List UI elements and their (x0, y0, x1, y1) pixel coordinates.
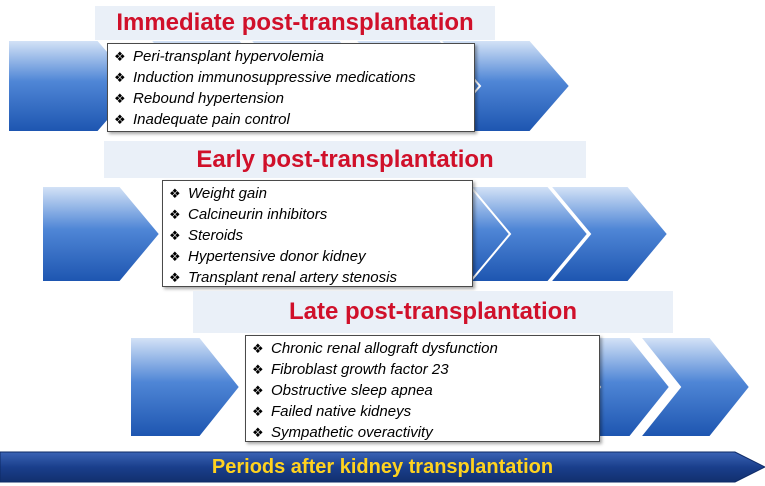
factor-item: ❖ Peri-transplant hypervolemia (114, 46, 466, 67)
factor-box-early: ❖ Weight gain ❖ Calcineurin inhibitors ❖ St… (162, 180, 473, 287)
factor-list-late: ❖ Chronic renal allograft dysfunction ❖ Fi… (252, 338, 591, 443)
period-title-immediate: Immediate post-transplantation (116, 9, 474, 36)
factor-item: ❖ Inadequate pain control (114, 109, 466, 130)
factor-item: ❖ Fibroblast growth factor 23 (252, 359, 591, 380)
factor-box-immediate: ❖ Peri-transplant hypervolemia ❖ Induction… (107, 43, 475, 132)
diamond-bullet-icon: ❖ (114, 49, 126, 64)
factor-text: Failed native kidneys (271, 403, 412, 420)
factor-text: Transplant renal artery stenosis (188, 269, 397, 286)
factor-text: Peri-transplant hypervolemia (133, 48, 324, 65)
factor-item: ❖ Rebound hypertension (114, 88, 466, 109)
factor-item: ❖ Failed native kidneys (252, 401, 591, 422)
diamond-bullet-icon: ❖ (252, 383, 264, 398)
diamond-bullet-icon: ❖ (169, 270, 181, 285)
factor-text: Rebound hypertension (133, 90, 284, 107)
factor-text: Fibroblast growth factor 23 (271, 361, 449, 378)
timeline-arrow (0, 451, 765, 483)
factor-item: ❖ Steroids (169, 225, 464, 246)
factor-item: ❖ Obstructive sleep apnea (252, 380, 591, 401)
diamond-bullet-icon: ❖ (252, 341, 264, 356)
factor-text: Hypertensive donor kidney (188, 248, 366, 265)
chevron-shape (547, 185, 670, 283)
factor-item: ❖ Calcineurin inhibitors (169, 204, 464, 225)
diamond-bullet-icon: ❖ (169, 186, 181, 201)
period-title-late: Late post-transplantation (288, 298, 577, 325)
factor-list-immediate: ❖ Peri-transplant hypervolemia ❖ Induction… (114, 46, 466, 130)
diamond-bullet-icon: ❖ (169, 207, 181, 222)
factor-list-early: ❖ Weight gain ❖ Calcineurin inhibitors ❖ St… (169, 183, 464, 288)
factor-item: ❖ Hypertensive donor kidney (169, 246, 464, 267)
factor-item: ❖ Weight gain (169, 183, 464, 204)
chevron-shape (129, 336, 242, 438)
diamond-bullet-icon: ❖ (252, 404, 264, 419)
chevron-shape (637, 336, 752, 438)
factor-text: Inadequate pain control (133, 111, 290, 128)
factor-text: Calcineurin inhibitors (188, 206, 328, 223)
diamond-bullet-icon: ❖ (114, 91, 126, 106)
diamond-bullet-icon: ❖ (252, 362, 264, 377)
chevron-shape (41, 185, 162, 283)
diamond-bullet-icon: ❖ (252, 425, 264, 440)
heading-band-immediate: Immediate post-transplantation (95, 6, 495, 40)
diamond-bullet-icon: ❖ (114, 70, 126, 85)
factor-item: ❖ Induction immunosuppressive medications (114, 67, 466, 88)
diamond-bullet-icon: ❖ (169, 249, 181, 264)
heading-band-late: Late post-transplantation (193, 291, 673, 333)
factor-text: Obstructive sleep apnea (271, 382, 433, 399)
heading-band-early: Early post-transplantation (104, 141, 586, 178)
diamond-bullet-icon: ❖ (169, 228, 181, 243)
timeline-label: Periods after kidney transplantation (211, 455, 554, 478)
factor-item: ❖ Transplant renal artery stenosis (169, 267, 464, 288)
factor-text: Sympathetic overactivity (271, 424, 433, 441)
chevron-shape (467, 185, 590, 283)
period-title-early: Early post-transplantation (196, 145, 494, 173)
factor-box-late: ❖ Chronic renal allograft dysfunction ❖ Fi… (245, 335, 600, 442)
factor-item: ❖ Sympathetic overactivity (252, 422, 591, 443)
factor-item: ❖ Chronic renal allograft dysfunction (252, 338, 591, 359)
factor-text: Chronic renal allograft dysfunction (271, 340, 498, 357)
factor-text: Induction immunosuppressive medications (133, 69, 416, 86)
factor-text: Weight gain (188, 185, 267, 202)
factor-text: Steroids (188, 227, 244, 244)
diamond-bullet-icon: ❖ (114, 112, 126, 127)
